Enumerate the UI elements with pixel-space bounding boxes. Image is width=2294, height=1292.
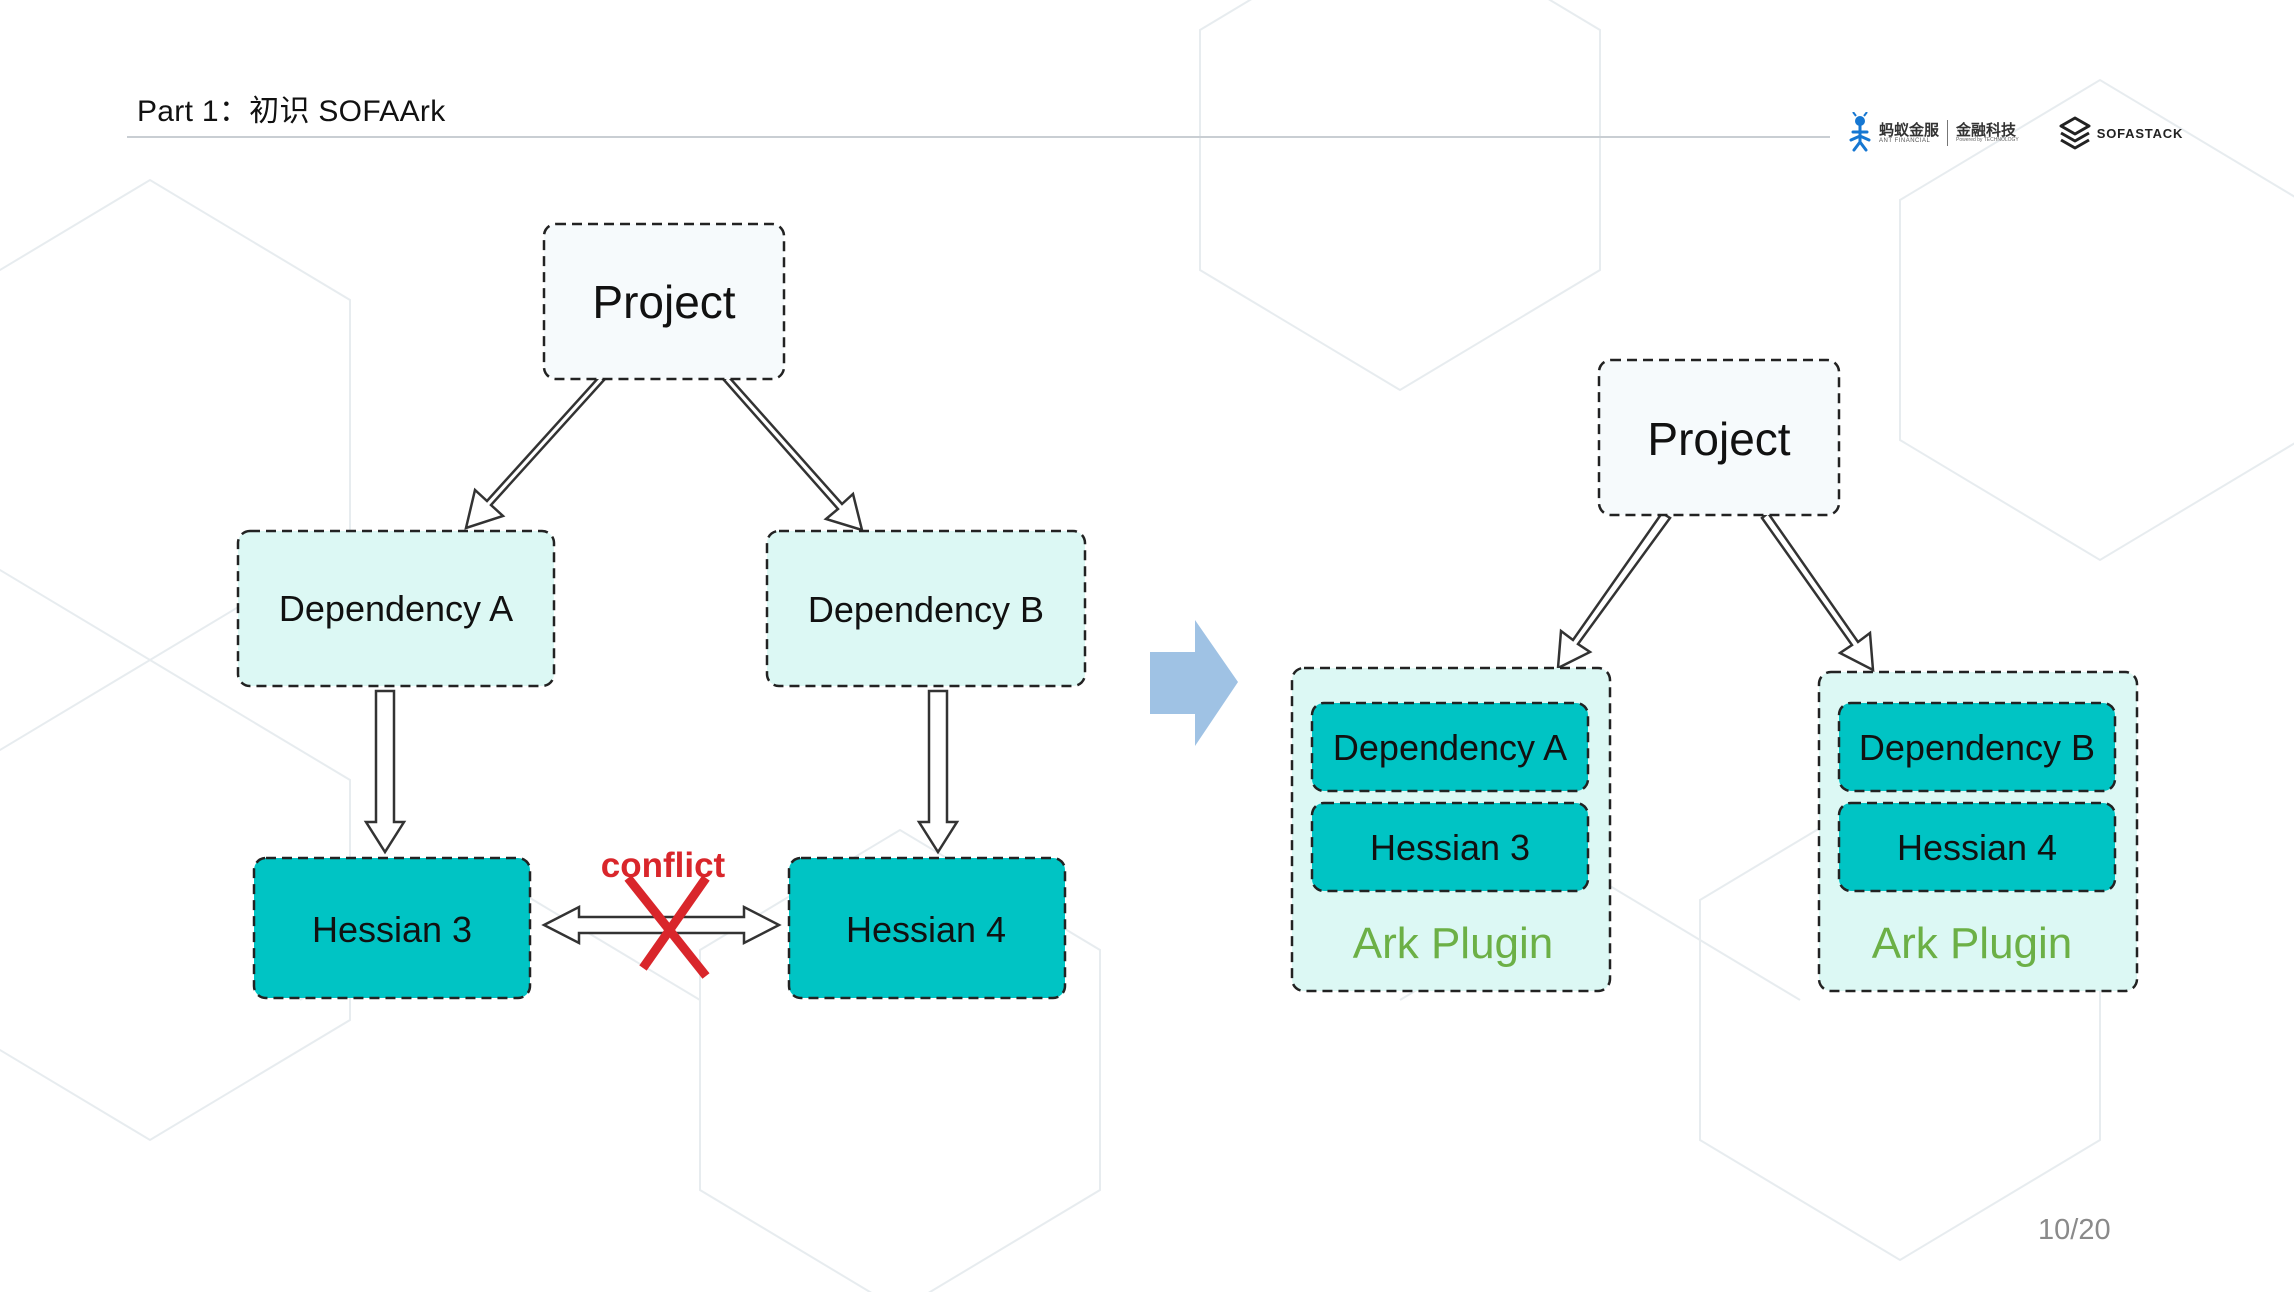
logo-separator xyxy=(1947,120,1949,146)
plugin-a-ark-plugin-label: Ark Plugin xyxy=(1353,919,1554,968)
arrow-dependency-a-to-hessian-3 xyxy=(363,689,407,855)
left-hessian-3-label: Hessian 3 xyxy=(312,909,472,950)
left-dependency-a-box xyxy=(236,529,556,688)
ant-financial-cn: 蚂蚁金服 xyxy=(1879,121,1940,139)
arrow-dependency-b-to-hessian-4 xyxy=(916,689,960,855)
left-hessian-4-label: Hessian 4 xyxy=(846,909,1006,950)
left-hessian-4-box xyxy=(787,856,1067,1000)
sofastack-icon xyxy=(2059,116,2091,150)
plugin-a-hessian-box xyxy=(1310,801,1590,893)
fintech-logo: 金融科技 Powered by TECHNOLOGY xyxy=(1956,123,2019,143)
ant-icon xyxy=(1849,112,1871,152)
logo-group: 蚂蚁金服 ANT FINANCIAL 金融科技 Powered by TECHN… xyxy=(1845,108,2183,158)
left-project-box xyxy=(542,222,786,381)
ant-financial-en: ANT FINANCIAL xyxy=(1879,137,1931,144)
transition-arrow-icon xyxy=(1150,620,1238,746)
ant-financial-logo: 蚂蚁金服 ANT FINANCIAL xyxy=(1845,112,1939,154)
sofastack-logo: SOFASTACK xyxy=(2059,116,2183,150)
header-divider xyxy=(127,136,1830,138)
arrow-project-to-dependency-b xyxy=(722,374,864,532)
plugin-b-hessian-label: Hessian 4 xyxy=(1897,827,2057,868)
left-diagram: Project Dependency A Dependency B Hessia… xyxy=(236,222,1087,1000)
plugin-b-ark-plugin-label: Ark Plugin xyxy=(1872,919,2073,968)
arrow-project-to-dependency-a xyxy=(464,374,606,530)
plugin-b-hessian-box xyxy=(1837,801,2117,893)
plugin-a-dependency-label: Dependency A xyxy=(1333,727,1567,768)
plugin-b-dependency-box xyxy=(1837,701,2117,793)
arrow-project-to-plugin-a xyxy=(1556,511,1672,671)
left-dependency-b-label: Dependency B xyxy=(808,589,1044,630)
slide-title: Part 1：初识 SOFAArk xyxy=(137,95,446,128)
fintech-cn: 金融科技 xyxy=(1956,122,2017,139)
page-number: 10/20 xyxy=(2038,1214,2111,1246)
plugin-a-dependency-box xyxy=(1310,701,1590,793)
fintech-en: Powered by TECHNOLOGY xyxy=(1956,137,2019,143)
right-project-label: Project xyxy=(1647,413,1790,465)
left-hessian-3-box xyxy=(252,856,532,1000)
plugin-b-dependency-label: Dependency B xyxy=(1859,727,2095,768)
right-diagram: Project Dependency A Hessian 3 Ark Plugi… xyxy=(1290,358,2139,993)
sofastack-text: SOFASTACK xyxy=(2096,125,2184,141)
arrow-project-to-plugin-b xyxy=(1760,511,1875,673)
right-project-box xyxy=(1597,358,1841,517)
conflict-cross-icon xyxy=(624,875,710,979)
left-dependency-b-box xyxy=(765,529,1087,688)
left-dependency-a-label: Dependency A xyxy=(279,588,513,629)
plugin-a-hessian-label: Hessian 3 xyxy=(1370,827,1530,868)
left-project-label: Project xyxy=(592,276,735,328)
